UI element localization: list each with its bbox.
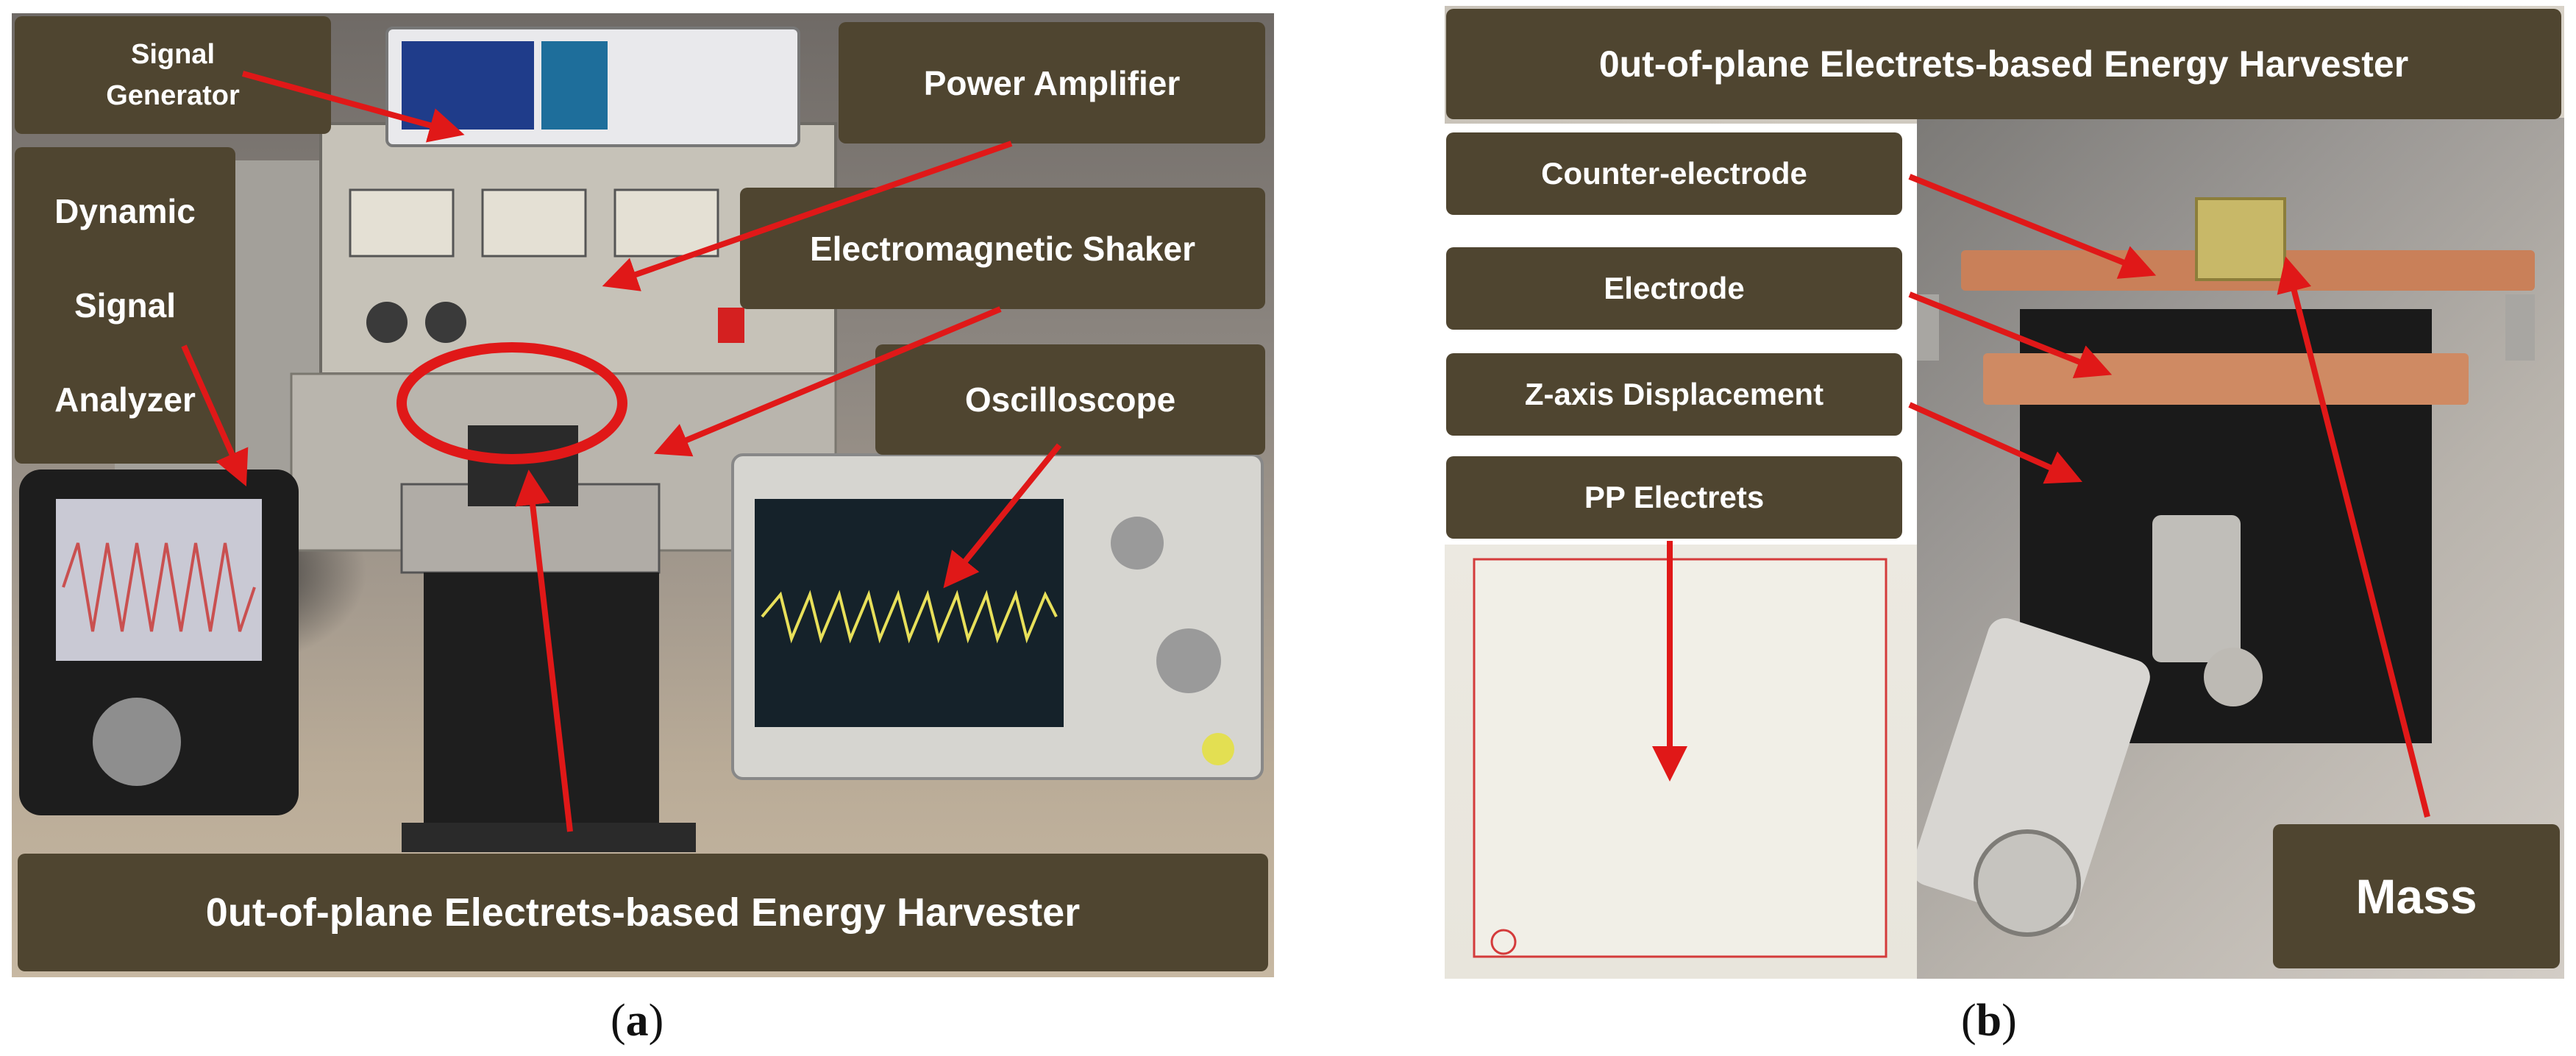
label-harvester-b-text: 0ut-of-plane Electrets-based Energy Harv… xyxy=(1598,43,2409,85)
harvester-highlight-ellipse xyxy=(396,342,627,464)
caption-a-close: ) xyxy=(648,996,664,1046)
label-pp-electrets-text: PP Electrets xyxy=(1584,480,1765,514)
shaker-base xyxy=(402,823,696,852)
micrometer-barrel xyxy=(1917,618,2150,927)
arrow-counter-electrode xyxy=(1908,174,2157,279)
caption-b-open: ( xyxy=(1961,996,1977,1046)
label-z-axis-displacement-text: Z-axis Displacement xyxy=(1524,377,1824,411)
label-power-amplifier-text: Power Amplifier xyxy=(923,63,1181,102)
label-dynamic-signal-analyzer: Dynamic Signal Analyzer xyxy=(15,147,235,464)
label-electromagnetic-shaker-text: Electromagnetic Shaker xyxy=(809,229,1196,268)
arrow-electrode xyxy=(1908,291,2113,378)
caption-b-close: ) xyxy=(2002,996,2017,1046)
experimental-setup-illustration xyxy=(19,26,1264,852)
harvester-closeup-illustration xyxy=(1917,197,2535,937)
micrometer-thimble xyxy=(1974,829,2081,937)
amplifier-knob-left xyxy=(366,302,408,343)
oscilloscope-waveform xyxy=(761,589,1058,644)
label-z-axis-displacement: Z-axis Displacement xyxy=(1446,353,1902,436)
bolt-right xyxy=(2505,294,2535,361)
label-harvester-a-text: 0ut-of-plane Electrets-based Energy Harv… xyxy=(205,890,1081,935)
label-signal-generator: Signal Generator xyxy=(15,16,331,134)
amplifier-meter-right xyxy=(613,188,719,258)
arrow-harvester xyxy=(515,469,573,832)
label-signal-generator-line1: Signal xyxy=(130,39,216,70)
signal-generator-screen xyxy=(402,41,534,130)
caption-b: (b) xyxy=(1961,995,2017,1047)
label-pp-electrets: PP Electrets xyxy=(1446,456,1902,539)
analyzer-dpad xyxy=(93,698,181,786)
arrow-mass xyxy=(2277,256,2430,818)
arrow-z-axis-displacement xyxy=(1908,402,2082,484)
film-corner-mark xyxy=(1490,929,1517,955)
caption-a-letter: a xyxy=(625,996,649,1046)
label-counter-electrode: Counter-electrode xyxy=(1446,132,1902,215)
arrow-signal-generator xyxy=(241,71,465,143)
label-mass: Mass xyxy=(2273,824,2560,968)
caption-a: (a) xyxy=(611,995,663,1047)
proof-mass-block xyxy=(2195,197,2286,281)
arrow-oscilloscope xyxy=(943,443,1062,589)
amplifier-meter-center xyxy=(481,188,587,258)
caption-b-letter: b xyxy=(1976,996,2002,1046)
arrow-electromagnetic-shaker xyxy=(653,306,1002,457)
amplifier-knob-right xyxy=(425,302,466,343)
label-power-amplifier: Power Amplifier xyxy=(839,22,1265,143)
analyzer-waveform xyxy=(62,542,256,632)
arrow-power-amplifier xyxy=(602,141,1013,291)
label-dynamic-line1: Dynamic xyxy=(54,192,196,230)
label-electrode: Electrode xyxy=(1446,247,1902,330)
label-dynamic-line2: Signal xyxy=(74,286,177,325)
oscilloscope-button-yellow xyxy=(1202,733,1234,765)
label-harvester-b: 0ut-of-plane Electrets-based Energy Harv… xyxy=(1446,9,2561,119)
label-mass-text: Mass xyxy=(2355,869,2477,924)
oscilloscope-knob-mid xyxy=(1156,628,1221,693)
label-counter-electrode-text: Counter-electrode xyxy=(1541,156,1807,191)
signal-generator-screen-b xyxy=(541,41,608,130)
label-dynamic-line3: Analyzer xyxy=(54,380,196,419)
amplifier-meter-left xyxy=(349,188,455,258)
adjustment-bracket xyxy=(2152,515,2241,662)
label-signal-generator-line2: Generator xyxy=(106,80,240,111)
label-oscilloscope: Oscilloscope xyxy=(875,344,1265,455)
amplifier-power-switch xyxy=(718,308,744,343)
label-electrode-text: Electrode xyxy=(1604,271,1745,305)
label-oscilloscope-text: Oscilloscope xyxy=(964,380,1176,419)
caption-a-open: ( xyxy=(611,996,626,1046)
adjustment-knob xyxy=(2204,648,2263,706)
electromagnetic-shaker-body xyxy=(424,573,659,837)
arrow-dynamic-signal-analyzer xyxy=(181,344,249,486)
panel-a-photo xyxy=(12,13,1274,977)
oscilloscope-knob-top xyxy=(1111,517,1164,570)
oscilloscope-screen xyxy=(755,499,1064,727)
label-harvester-a: 0ut-of-plane Electrets-based Energy Harv… xyxy=(18,854,1268,971)
